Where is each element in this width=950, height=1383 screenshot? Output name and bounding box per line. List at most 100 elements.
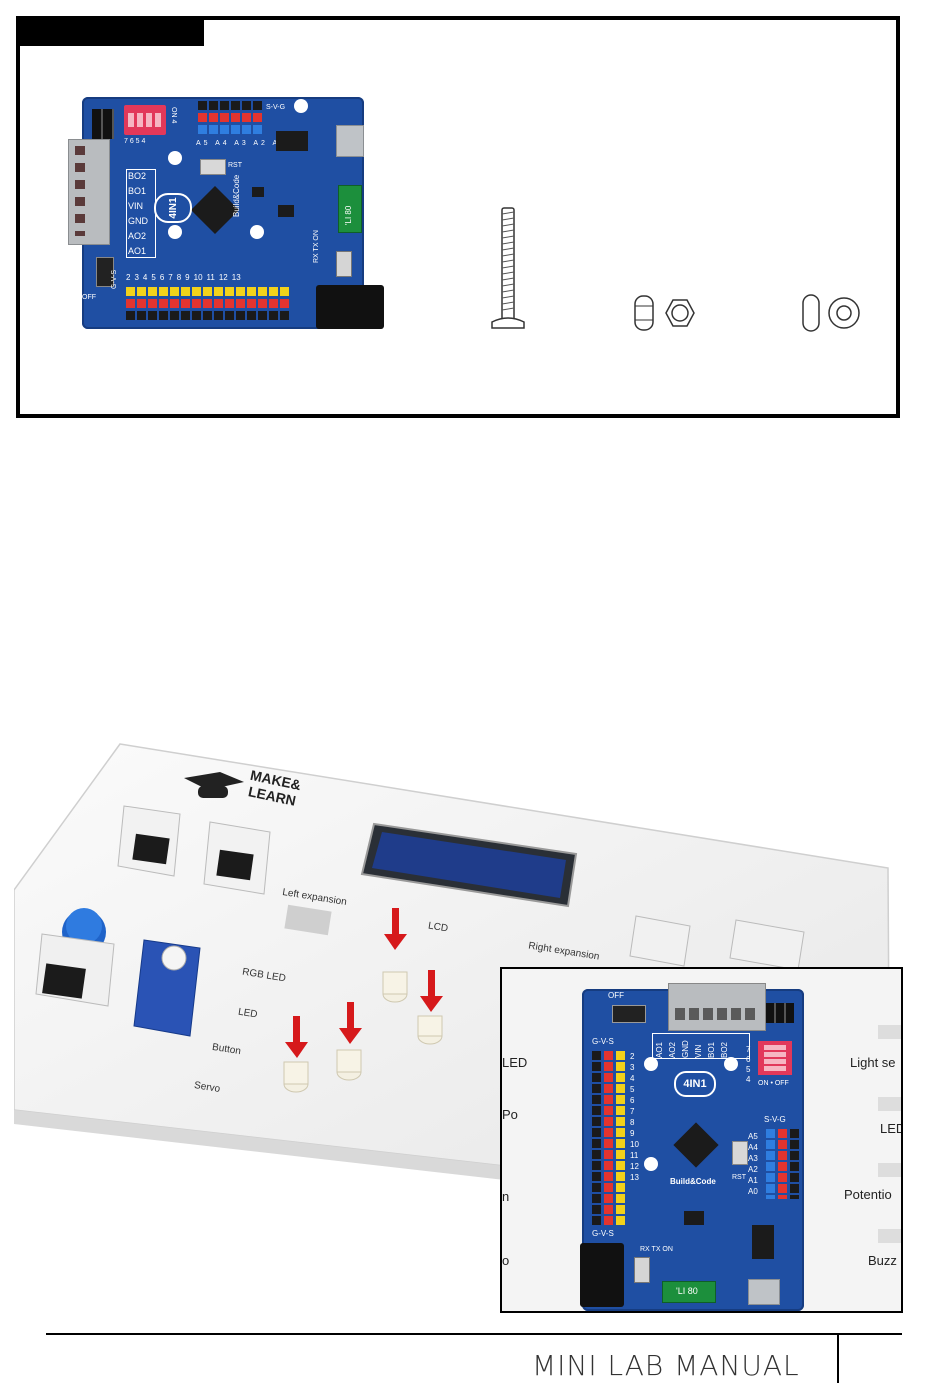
usb-chip bbox=[276, 131, 308, 151]
inset-dip-number: 5 bbox=[746, 1065, 751, 1074]
brand-label: Build&Code bbox=[232, 174, 241, 217]
parts-list-tab bbox=[20, 20, 204, 46]
inset-gvs-label: G-V-S bbox=[592, 1037, 614, 1046]
footer-divider bbox=[837, 1333, 839, 1383]
inset-analog-header-black bbox=[790, 1129, 799, 1199]
terminal-block bbox=[68, 139, 110, 245]
inset-analog-label: A5 bbox=[748, 1132, 758, 1141]
mount-hole bbox=[644, 1157, 658, 1171]
board-logo: 4IN1 bbox=[154, 193, 192, 223]
inset-digital-label: 3 bbox=[630, 1063, 635, 1072]
inset-reset-button-image bbox=[732, 1141, 748, 1165]
inset-analog-labels: A5 A4 A3 A2 A1 A0 bbox=[748, 1131, 758, 1197]
parts-list-box bbox=[16, 16, 900, 418]
inset-digital-label: 11 bbox=[630, 1151, 639, 1160]
inset-terminal-label: BO1 bbox=[707, 1041, 716, 1058]
inset-analog-label: A3 bbox=[748, 1154, 758, 1163]
dip-switch-numbers: 7 6 5 4 bbox=[124, 138, 146, 145]
mount-hole bbox=[168, 225, 182, 239]
inset-dip-numbers: 7 6 5 4 bbox=[746, 1045, 750, 1085]
digital-label: 9 bbox=[185, 273, 190, 282]
analog-label: A4 bbox=[215, 140, 230, 147]
digital-label: 10 bbox=[193, 273, 203, 282]
inset-power-switch bbox=[612, 1005, 646, 1023]
rx-tx-label: RX TX ON bbox=[313, 230, 320, 263]
terminal-label: BO2 bbox=[128, 171, 147, 181]
digital-labels: 2 3 4 5 6 7 8 9 10 11 12 13 bbox=[126, 273, 241, 283]
analog-label: A5 bbox=[196, 140, 211, 147]
mount-hole bbox=[168, 151, 182, 165]
small-chip bbox=[252, 187, 264, 197]
digital-label: 13 bbox=[231, 273, 241, 282]
crystal-label: 'LI 80 bbox=[344, 205, 353, 225]
inset-mcu-chip bbox=[673, 1122, 719, 1168]
inset-closeup: LED Po n o Light se LED Potentio Buzz AO… bbox=[500, 967, 903, 1313]
plate-slot bbox=[878, 1097, 901, 1111]
plate-slot bbox=[878, 1025, 901, 1039]
board-4in1-image: BO2 BO1 VIN GND AO2 AO1 7 6 5 4 ON 4 S-V… bbox=[68, 97, 384, 329]
footer-rule bbox=[46, 1333, 902, 1335]
plate-slot bbox=[878, 1229, 901, 1243]
inset-crystal bbox=[662, 1281, 716, 1303]
top-header-blue bbox=[198, 125, 262, 134]
inset-side-label: o bbox=[502, 1253, 510, 1268]
washer-icon bbox=[802, 294, 860, 332]
bottom-header-black bbox=[126, 311, 289, 320]
inset-dip-number: 4 bbox=[746, 1075, 751, 1084]
digital-label: 6 bbox=[159, 273, 165, 282]
screw-icon bbox=[491, 207, 525, 329]
analog-label: A2 bbox=[253, 140, 268, 147]
mount-hole bbox=[250, 225, 264, 239]
small-chip bbox=[278, 205, 294, 217]
analog-label: A3 bbox=[234, 140, 249, 147]
inset-rst-label: RST bbox=[732, 1174, 746, 1181]
inset-terminal-label: GND bbox=[681, 1040, 690, 1058]
inset-side-switch bbox=[634, 1257, 650, 1283]
nut-icon bbox=[634, 295, 695, 331]
gvs-label: G-V-S bbox=[111, 269, 118, 289]
inset-small-chip bbox=[684, 1211, 704, 1225]
inset-analog-header-blue bbox=[766, 1129, 775, 1199]
inset-side-label: Light se bbox=[850, 1055, 896, 1070]
inset-digital-label: 10 bbox=[630, 1140, 639, 1149]
inset-rx-tx-label: RX TX ON bbox=[640, 1246, 673, 1253]
inset-digital-labels: 2 3 4 5 6 7 8 9 10 11 12 13 bbox=[630, 1051, 639, 1183]
inset-terminal-label: VIN bbox=[694, 1044, 703, 1058]
inset-digital-label: 8 bbox=[630, 1118, 635, 1127]
icsp-header bbox=[92, 109, 114, 139]
digital-label: 2 bbox=[126, 273, 131, 282]
inset-brand-label: Build&Code bbox=[670, 1177, 716, 1186]
inset-usb-chip bbox=[752, 1225, 774, 1259]
inset-digital-label: 9 bbox=[630, 1129, 635, 1138]
inset-board-image: AO1 AO2 GND VIN BO1 BO2 OFF 7 6 5 4 ON •… bbox=[580, 983, 804, 1311]
inset-digital-label: 2 bbox=[630, 1052, 635, 1061]
inset-digital-label: 4 bbox=[630, 1074, 635, 1083]
inset-digital-label: 12 bbox=[630, 1162, 639, 1171]
side-switch bbox=[336, 251, 352, 277]
inset-terminal-label: AO2 bbox=[668, 1041, 677, 1058]
inset-side-label: n bbox=[502, 1189, 510, 1204]
inset-usb-port bbox=[748, 1279, 780, 1305]
inset-side-label: LED bbox=[880, 1121, 903, 1136]
inset-side-label: Potentio bbox=[844, 1187, 892, 1202]
inset-board-logo-text: 4IN1 bbox=[683, 1078, 707, 1090]
inset-digital-header-red bbox=[604, 1051, 613, 1227]
inset-side-label: Buzz bbox=[868, 1253, 897, 1268]
inset-dip-number: 7 bbox=[746, 1045, 751, 1054]
inset-terminal-label: AO1 bbox=[655, 1041, 664, 1058]
inset-off-label: OFF bbox=[608, 991, 624, 1000]
inset-analog-header-red bbox=[778, 1129, 787, 1199]
top-header-black bbox=[198, 101, 262, 110]
digital-label: 7 bbox=[168, 273, 173, 282]
power-switch bbox=[96, 257, 114, 287]
inset-icsp-header bbox=[766, 1003, 794, 1023]
terminal-label: AO1 bbox=[128, 246, 147, 256]
reset-button-image bbox=[200, 159, 226, 175]
dip-switch bbox=[124, 105, 166, 135]
inset-side-label: Po bbox=[502, 1107, 518, 1122]
inset-analog-label: A0 bbox=[748, 1187, 758, 1196]
inset-digital-label: 13 bbox=[630, 1173, 639, 1182]
digital-label: 8 bbox=[176, 273, 182, 282]
inset-crystal-label: 'LI 80 bbox=[676, 1286, 698, 1296]
terminal-label: BO1 bbox=[128, 186, 147, 196]
